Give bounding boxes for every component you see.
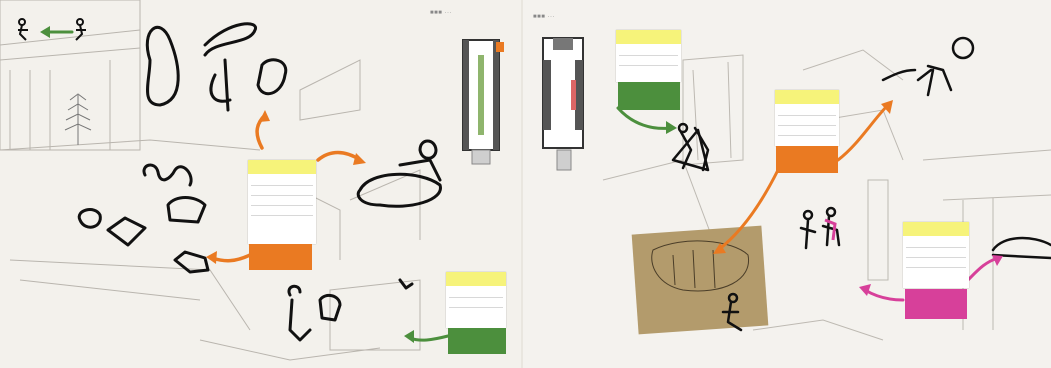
right-board: ■■■ ··· [523,0,1051,368]
right-board-drawing [523,0,1051,368]
green-swatch [448,328,506,354]
note-card [775,90,839,146]
note-card [446,272,506,328]
floor-plan-icon [543,38,583,170]
orange-swatch [776,146,838,173]
note-card [248,160,316,244]
page-label: ■■■ ··· [533,14,555,20]
green-swatch [618,82,680,110]
floor-plan-icon [463,40,504,164]
note-card [903,222,969,288]
pink-swatch [905,289,967,319]
page-label: ■■■ ··· [430,10,452,16]
orange-swatch [249,244,312,270]
note-card [616,30,681,82]
left-board: ■■■ ··· [0,0,521,368]
